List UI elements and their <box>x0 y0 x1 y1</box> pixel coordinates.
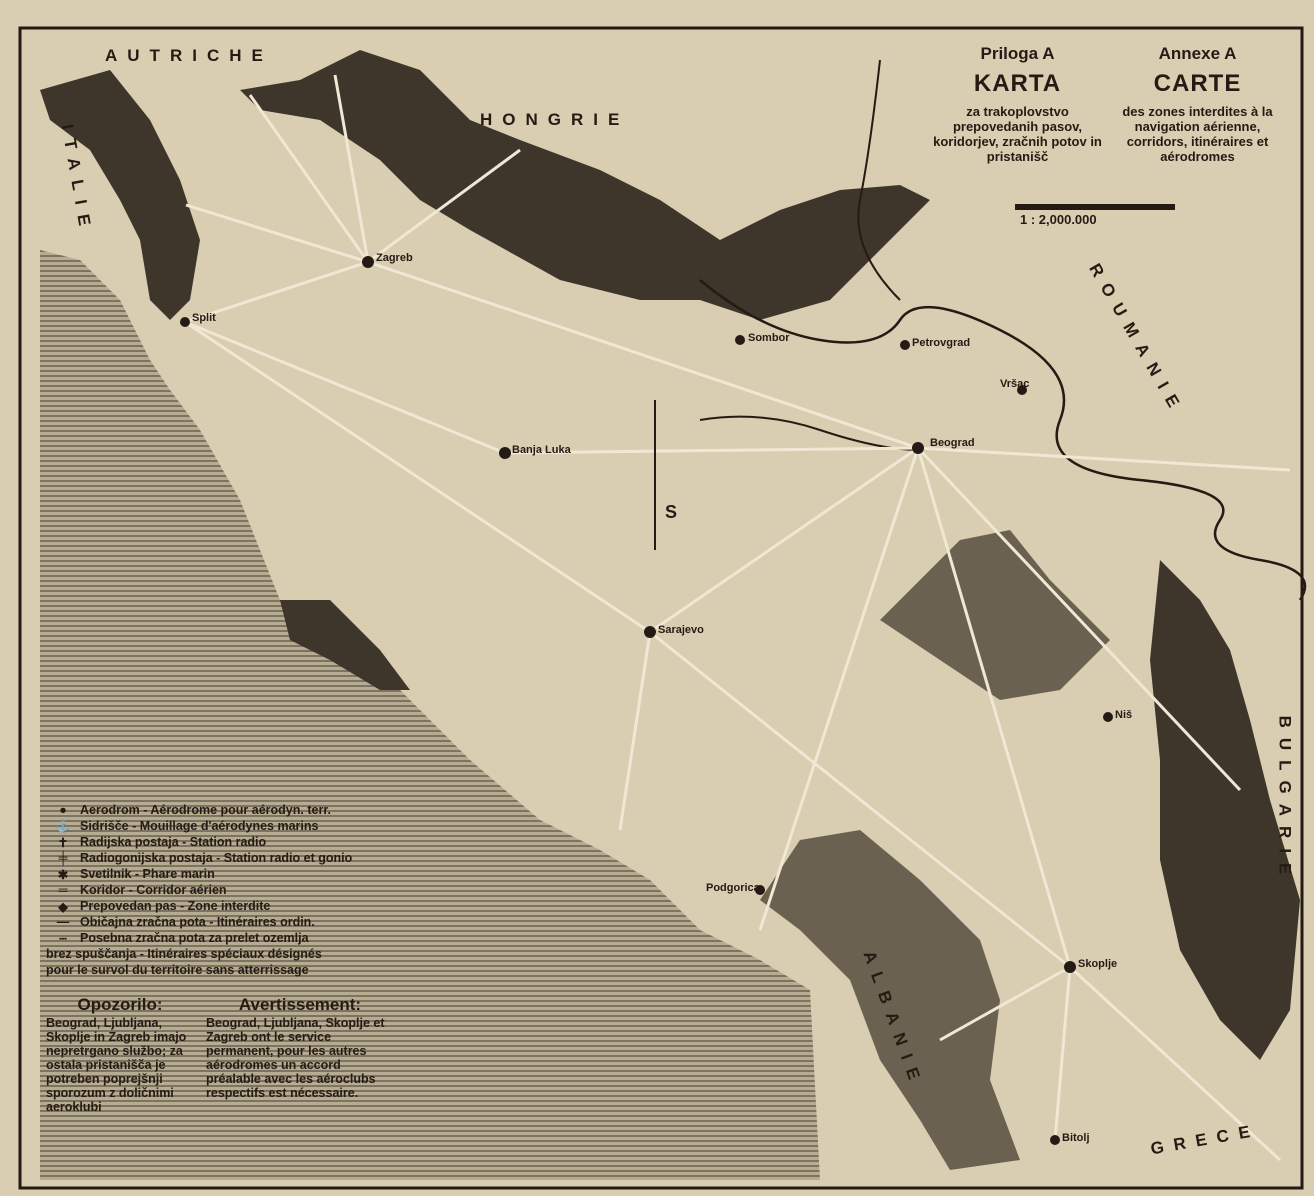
label-bulgaria: BULGARIE <box>1275 715 1295 885</box>
legend-text: Aerodrom - Aérodrome pour aérodyn. terr. <box>80 803 331 817</box>
legend-text: Posebna zračna pota za prelet ozemlja <box>80 931 309 945</box>
zone-dalmatia <box>280 600 410 690</box>
scale-bar <box>1015 204 1175 210</box>
petrovgrad-marker <box>900 340 910 350</box>
label-banja-luka: Banja Luka <box>512 444 571 456</box>
legend-row: ● Aerodrom - Aérodrome pour aérodyn. terr… <box>46 802 396 818</box>
legend-row: ═ Koridor - Corridor aérien <box>46 882 396 898</box>
legend-row: ╪ Radiogonijska postaja - Station radio e… <box>46 850 396 866</box>
legend-text: Običajna zračna pota - Itinéraires ordin… <box>80 915 315 929</box>
label-austria: AUTRICHE <box>105 46 273 65</box>
sombor-marker <box>735 335 745 345</box>
banja-luka-marker <box>499 447 511 459</box>
annex-label-sl: Priloga A <box>980 44 1055 63</box>
sarajevo-marker <box>644 626 656 638</box>
zone-albania-border <box>760 830 1020 1170</box>
zagreb-marker <box>362 256 374 268</box>
lighthouse-icon: ✱ <box>57 867 69 882</box>
label-beograd: Beograd <box>930 437 975 449</box>
label-petrovgrad: Petrovgrad <box>912 337 971 349</box>
north-label: S <box>665 502 677 522</box>
legend-row: — Običajna zračna pota - Itinéraires ordi… <box>46 914 396 930</box>
legend-text: Sidrišče - Mouillage d'aérodynes marins <box>80 819 319 833</box>
map-frame <box>18 26 1304 1190</box>
label-vrsac: Vršac <box>1000 378 1030 390</box>
corridor-icon: ═ <box>58 883 68 897</box>
notice-text-sl: Beograd, Ljubljana, Skoplje in Zagreb im… <box>46 1016 187 1114</box>
legend-row: ◆ Prepovedan pas - Zone interdite <box>46 898 396 914</box>
map-description-sl: za trakoplovstvo prepovedanih pasov, kor… <box>933 104 1102 164</box>
title-slovene: Priloga A KARTA za trakoplovstvo prepove… <box>930 44 1105 164</box>
radio-station-icon: ✝ <box>57 835 69 850</box>
notice-french: Avertissement: Beograd, Ljubljana, Skopl… <box>206 995 394 1100</box>
aerodrome-icon: ● <box>59 803 67 817</box>
legend-row: ⚓ Sidrišče - Mouillage d'aérodynes marins <box>46 818 396 834</box>
podgorica-marker <box>755 885 765 895</box>
adriatic-sea <box>40 250 820 1180</box>
legend-text: Koridor - Corridor aérien <box>80 883 227 897</box>
label-sarajevo: Sarajevo <box>658 624 704 636</box>
bitolj-marker <box>1050 1135 1060 1145</box>
label-bitolj: Bitolj <box>1062 1132 1090 1144</box>
legend-text: Prepovedan pas - Zone interdite <box>80 899 271 913</box>
skoplje-marker <box>1064 961 1076 973</box>
legend-continuation-2: pour le survol du territoire sans atterr… <box>46 963 309 977</box>
zone-serbia-central <box>880 530 1110 700</box>
map-heading-sl: KARTA <box>973 70 1062 97</box>
zone-slovenia-border <box>40 70 200 320</box>
tisa-river <box>857 59 901 301</box>
zone-hungary-border <box>240 50 930 320</box>
legend-text: Radijska postaja - Station radio <box>80 835 267 849</box>
annex-label-fr: Annexe A <box>1158 44 1237 63</box>
label-podgorica: Podgorica <box>706 882 760 894</box>
sava-river <box>699 415 921 451</box>
legend-text: Svetilnik - Phare marin <box>80 867 215 881</box>
title-french: Annexe A CARTE des zones interdites à la… <box>1110 44 1285 164</box>
air-routes <box>184 74 1291 1162</box>
label-sombor: Sombor <box>748 332 790 344</box>
legend-row: ┄ Posebna zračna pota za prelet ozemlja <box>46 930 396 946</box>
legend-text: Radiogonijska postaja - Station radio et… <box>80 851 353 865</box>
split-marker <box>180 317 190 327</box>
radio-gonio-icon: ╪ <box>58 851 68 865</box>
map-description-fr: des zones interdites à la navigation aér… <box>1122 104 1273 164</box>
notice-heading-fr: Avertissement: <box>238 995 362 1014</box>
legend-continuation-1: brez spuščanja - Itinéraires spéciaux dé… <box>46 947 322 961</box>
beograd-marker <box>912 442 924 454</box>
ordinary-route-icon: — <box>56 915 70 929</box>
label-nis: Niš <box>1115 709 1133 721</box>
map-scale: 1 : 2,000.000 <box>1020 212 1097 227</box>
label-zagreb: Zagreb <box>376 252 413 264</box>
prohibited-zone-icon: ◆ <box>58 899 68 914</box>
nis-marker <box>1103 712 1113 722</box>
map-legend: ● Aerodrom - Aérodrome pour aérodyn. terr… <box>46 802 396 1152</box>
special-route-icon: ┄ <box>59 931 67 946</box>
map-title-block: Priloga A KARTA za trakoplovstvo prepove… <box>930 44 1290 224</box>
label-split: Split <box>192 312 216 324</box>
vrsac-marker <box>1017 385 1027 395</box>
notice-heading-sl: Opozorilo: <box>77 995 163 1014</box>
notice-text-fr: Beograd, Ljubljana, Skoplje et Zagreb on… <box>206 1016 385 1100</box>
label-skoplje: Skoplje <box>1078 958 1118 970</box>
legend-row: ✱ Svetilnik - Phare marin <box>46 866 396 882</box>
notice-slovene: Opozorilo: Beograd, Ljubljana, Skoplje i… <box>46 995 194 1114</box>
legend-row: ✝ Radijska postaja - Station radio <box>46 834 396 850</box>
label-hungary: HONGRIE <box>480 110 630 129</box>
anchorage-icon: ⚓ <box>55 818 71 833</box>
zone-bulgaria-border <box>1150 560 1300 1060</box>
map-heading-fr: CARTE <box>1153 70 1242 97</box>
danube-river <box>699 279 1307 601</box>
